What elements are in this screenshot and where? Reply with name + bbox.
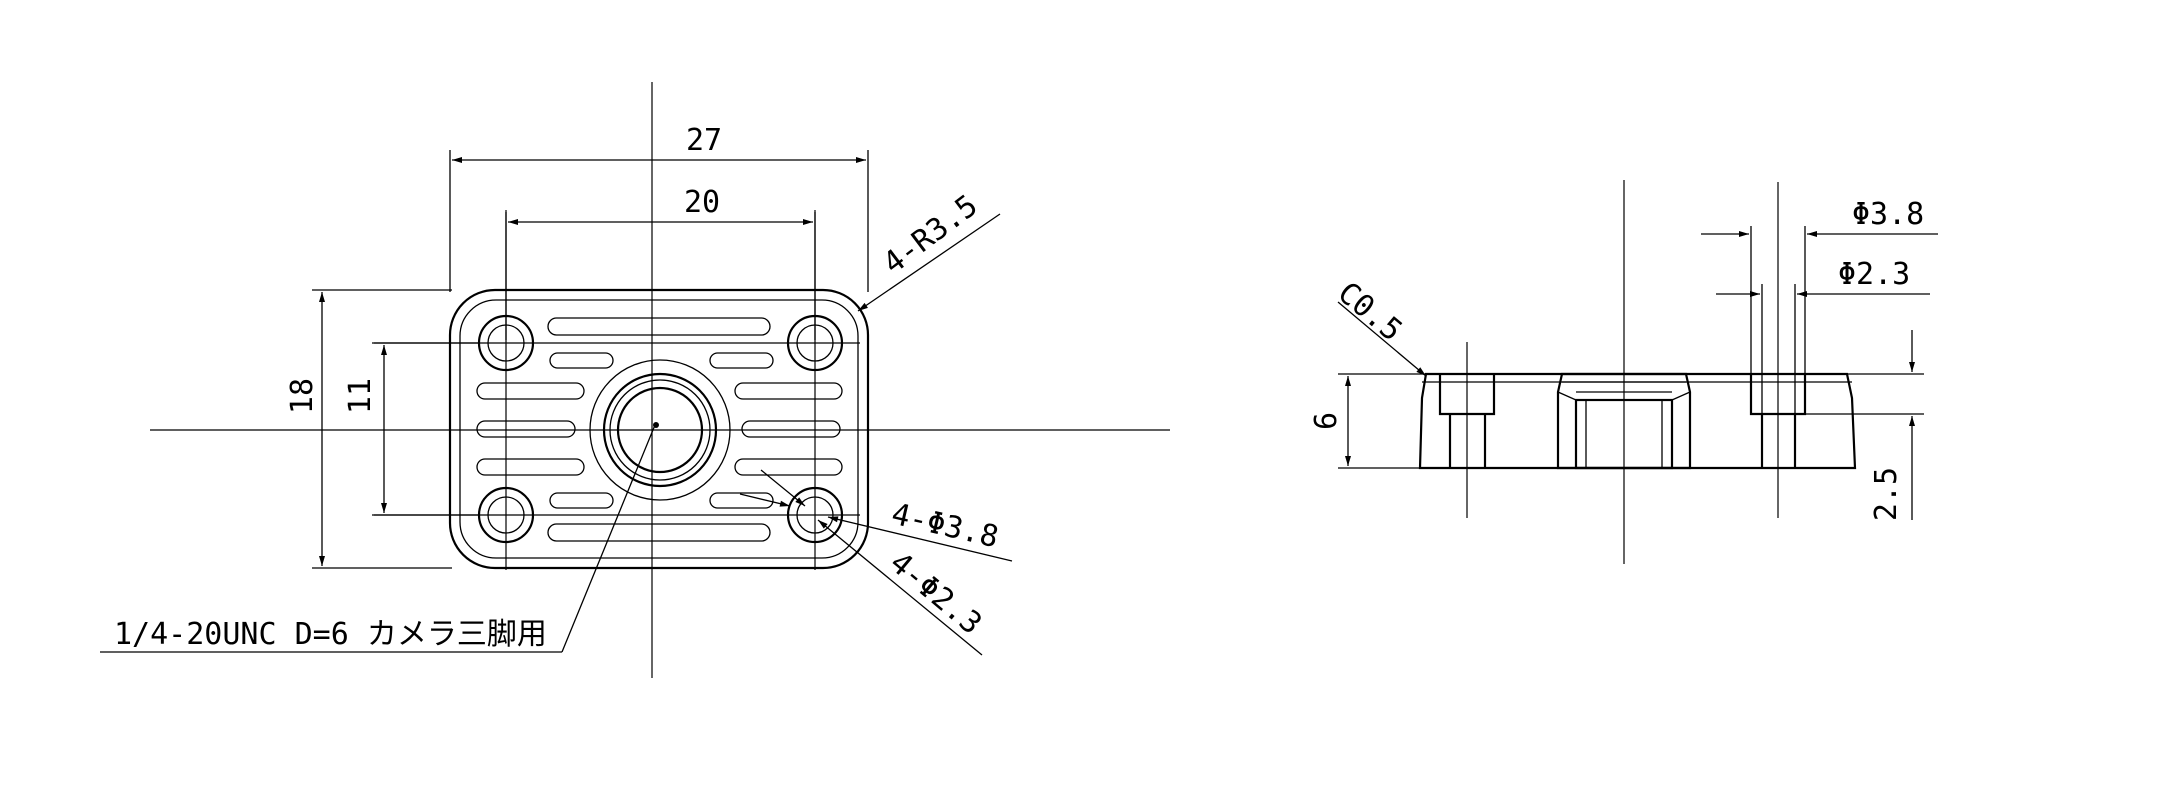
tripod-thread-label: 1/4-20UNC D=6 カメラ三脚用 <box>114 617 547 652</box>
slot <box>709 492 774 509</box>
slot <box>709 352 774 369</box>
slot <box>547 523 771 542</box>
slot <box>734 382 843 400</box>
slot <box>741 420 841 438</box>
tripod-boss <box>589 359 731 501</box>
front-view: 27 20 18 11 4-R3.5 <box>100 82 1170 678</box>
leader-counterbore: 4-Φ3.8 <box>739 493 1013 562</box>
slot <box>549 352 614 369</box>
plate-outline <box>448 288 870 570</box>
side-hole-label: Φ2.3 <box>1838 257 1910 292</box>
side-dim-thickness: 6 <box>1309 373 1426 469</box>
slot <box>734 458 843 476</box>
chamfer-label: C0.5 <box>1331 275 1409 348</box>
hole-label: 4-Φ2.3 <box>883 545 989 641</box>
side-center-boss <box>1556 372 1692 470</box>
slot <box>476 420 576 438</box>
dim-label-18: 18 <box>285 378 320 414</box>
depth-label: 2.5 <box>1869 467 1904 521</box>
radius-label: 4-R3.5 <box>877 188 985 281</box>
side-dim-depth: 2.5 <box>1805 330 1924 521</box>
slot <box>476 458 585 476</box>
side-view: Φ3.8 Φ2.3 C0.5 6 2.5 <box>1309 180 1938 564</box>
dimension-height-holes: 11 <box>343 342 480 516</box>
side-dim-counterbore: Φ3.8 <box>1701 197 1938 376</box>
dimension-width-holes: 20 <box>505 185 816 340</box>
slot <box>549 492 614 509</box>
side-right-counterbore <box>1749 374 1807 468</box>
dim-label-11: 11 <box>343 378 378 414</box>
leader-tripod-thread: 1/4-20UNC D=6 カメラ三脚用 <box>100 422 659 653</box>
thickness-label: 6 <box>1309 412 1344 430</box>
side-dim-hole: Φ2.3 <box>1716 257 1930 414</box>
side-chamfer-leader: C0.5 <box>1331 275 1427 377</box>
dimension-width-outer: 27 <box>449 123 869 292</box>
slot <box>547 317 771 336</box>
leader-corner-radius: 4-R3.5 <box>857 188 1001 312</box>
dimension-height-outer: 18 <box>285 289 452 569</box>
grip-slots <box>476 317 843 542</box>
dim-label-20: 20 <box>684 185 720 220</box>
side-counterbore-label: Φ3.8 <box>1852 197 1924 232</box>
leader-hole: 4-Φ2.3 <box>760 469 989 656</box>
side-left-counterbore <box>1438 374 1496 468</box>
dim-label-27: 27 <box>686 123 722 158</box>
slot <box>476 382 585 400</box>
plate-inner-chamfer <box>459 299 859 559</box>
